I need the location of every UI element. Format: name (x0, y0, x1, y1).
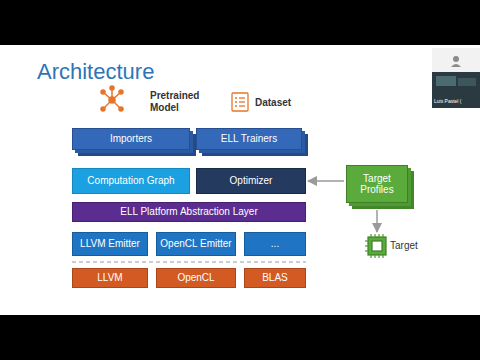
box-label: Optimizer (227, 175, 276, 187)
box-label: OpenCL Emitter (157, 238, 234, 250)
box-label: Target Profiles (347, 173, 407, 196)
box-label: BLAS (259, 272, 291, 284)
layer-box: Computation Graph (72, 168, 190, 194)
slide-title: Architecture (37, 59, 154, 85)
layer-box: ELL Platform Abstraction Layer (72, 202, 306, 222)
target-arrow (376, 210, 378, 232)
webcam-thumbnail (432, 48, 480, 108)
layer-box: ... (244, 232, 306, 256)
icon-caption: Dataset (255, 97, 315, 109)
layer-box: Optimizer (196, 168, 306, 194)
layer-box: LLVM (72, 268, 148, 288)
slide (0, 45, 480, 315)
box-label: LLVM Emitter (77, 238, 143, 250)
connector-arrow (308, 180, 344, 182)
layer-box: Target Profiles (346, 165, 408, 203)
layer-box: LLVM Emitter (72, 232, 148, 256)
presenter-name: Luis Pastel ( (434, 99, 480, 105)
box-label: ELL Platform Abstraction Layer (117, 206, 260, 218)
network-icon (101, 86, 123, 111)
box-label: LLVM (94, 272, 125, 284)
chip-icon (365, 234, 386, 258)
dashed-separator (72, 262, 306, 263)
icon-caption: Pretrained Model (150, 90, 210, 113)
layer-box: Importers (72, 128, 190, 150)
box-label: Importers (107, 133, 155, 145)
box-label: Computation Graph (84, 175, 177, 187)
dataset-icon (232, 93, 248, 111)
layer-box: OpenCL (156, 268, 236, 288)
box-label: OpenCL (174, 272, 217, 284)
layer-box: BLAS (244, 268, 306, 288)
box-label: ... (268, 238, 282, 250)
layer-box: OpenCL Emitter (156, 232, 236, 256)
icon-caption: Target (390, 240, 440, 252)
layer-box: ELL Trainers (196, 128, 302, 150)
box-label: ELL Trainers (218, 133, 280, 145)
